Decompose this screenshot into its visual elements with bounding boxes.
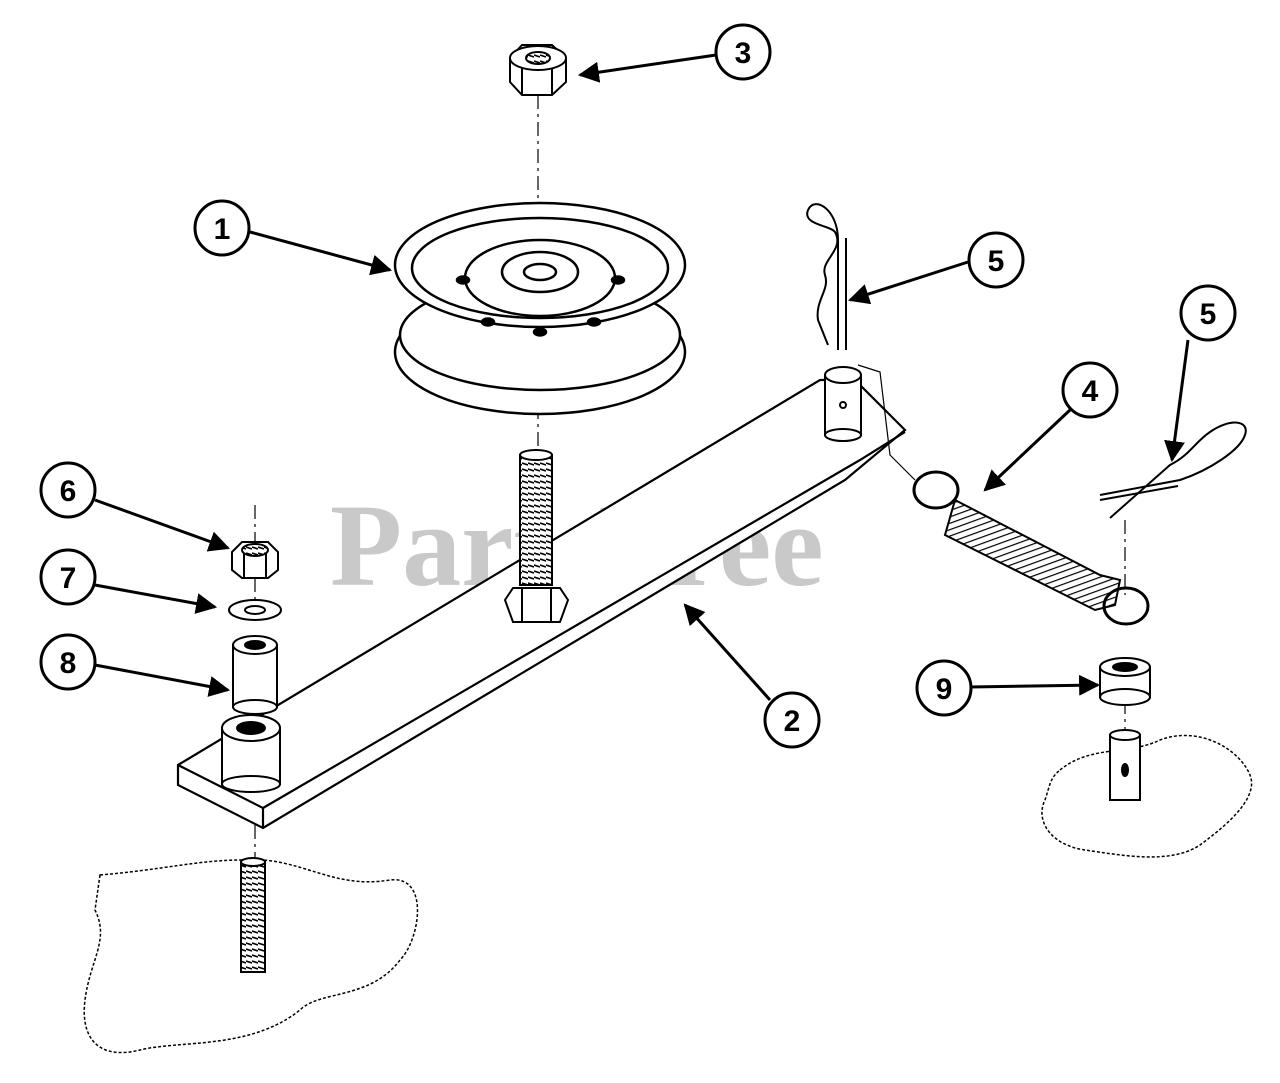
hairpin-cotter-right (1099, 421, 1247, 519)
callout-5-top-label: 5 (988, 245, 1005, 278)
callout-3-label: 3 (735, 37, 752, 70)
callout-5-right-label: 5 (1200, 298, 1217, 331)
callout-1: 1 (193, 199, 251, 257)
mounting-stud (240, 857, 266, 973)
idler-pulley (393, 201, 687, 416)
leader-lines (94, 53, 1190, 702)
callout-7: 7 (39, 548, 97, 606)
lock-nut (509, 44, 567, 96)
callout-1-label: 1 (214, 213, 231, 246)
callout-5-right: 5 (1179, 284, 1237, 342)
pulley-bolt (503, 449, 570, 623)
callout-8-label: 8 (60, 647, 77, 680)
callout-6: 6 (39, 461, 97, 519)
callout-6-label: 6 (60, 475, 77, 508)
callout-9-label: 9 (936, 673, 953, 706)
callout-9: 9 (915, 659, 973, 717)
ground-post (1109, 729, 1141, 801)
callout-5-top: 5 (967, 231, 1025, 289)
callout-4-label: 4 (1082, 375, 1099, 408)
flat-washer (228, 599, 282, 621)
callout-2: 2 (763, 691, 821, 749)
callout-8: 8 (39, 633, 97, 691)
callout-7-label: 7 (60, 562, 77, 595)
callout-3: 3 (714, 23, 772, 81)
hex-nut (231, 541, 279, 579)
callout-2-label: 2 (784, 705, 801, 738)
ground-right (1041, 734, 1253, 858)
arm-spacer (221, 714, 281, 793)
bushing (1099, 657, 1151, 706)
spacer (232, 635, 278, 715)
pivot-pin (824, 366, 862, 442)
hairpin-cotter-top (806, 203, 847, 350)
extension-spring (857, 364, 1150, 626)
callout-4: 4 (1061, 361, 1119, 419)
